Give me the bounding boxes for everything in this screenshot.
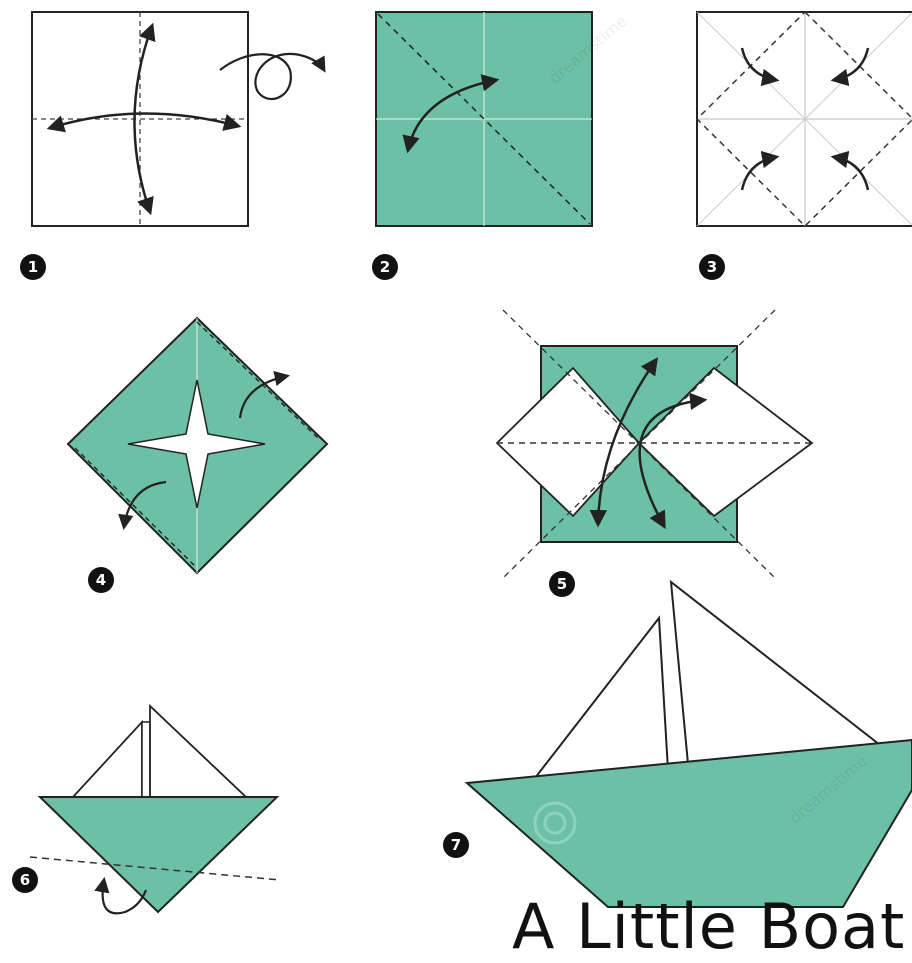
step-6-number-badge: 6 bbox=[12, 867, 38, 893]
page-title: A Little Boat bbox=[512, 890, 905, 963]
step-5-number-badge: 5 bbox=[549, 571, 575, 597]
step-1-number-badge: 1 bbox=[20, 254, 46, 280]
step-4-number-badge: 4 bbox=[88, 567, 114, 593]
step-3-square bbox=[697, 12, 912, 226]
step-1-square bbox=[32, 12, 248, 226]
step-6-small-boat bbox=[30, 706, 280, 913]
step-2-number-badge: 2 bbox=[372, 254, 398, 280]
step-3-number-badge: 3 bbox=[699, 254, 725, 280]
step-7-number-badge: 7 bbox=[443, 832, 469, 858]
step-7-boat bbox=[467, 582, 912, 907]
step-5-shape bbox=[497, 310, 812, 578]
step-4-diamond bbox=[68, 318, 327, 573]
step-2-square bbox=[376, 12, 592, 226]
